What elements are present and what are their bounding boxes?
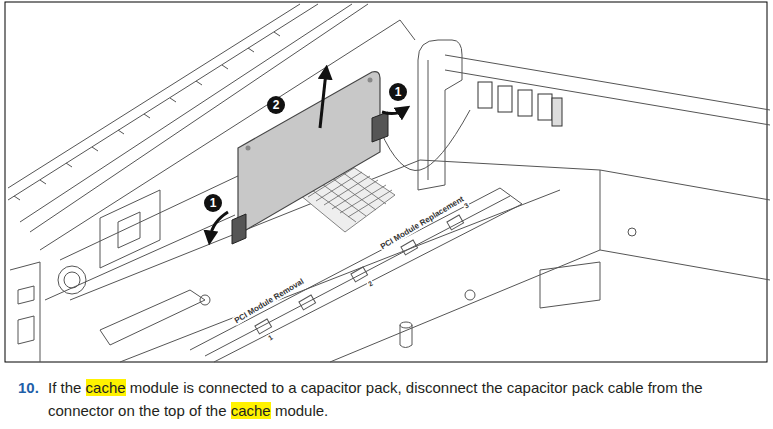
word: on — [118, 402, 135, 419]
word — [297, 379, 301, 396]
latch — [372, 112, 388, 142]
callout-number: 1 — [389, 83, 407, 101]
word: capacitor — [301, 379, 362, 396]
word — [194, 379, 198, 396]
connector-blocks — [478, 82, 562, 126]
word: is — [183, 379, 194, 396]
word — [644, 379, 648, 396]
word — [160, 402, 164, 419]
word: disconnect — [406, 379, 478, 396]
step-text: If the cache module is connected to a ca… — [48, 376, 766, 422]
latch — [232, 214, 246, 244]
highlighted-word: cache — [86, 379, 126, 396]
step-number: 10. — [18, 376, 39, 399]
word — [201, 402, 205, 419]
word: a — [288, 379, 296, 396]
word: the — [139, 402, 160, 419]
word: pack — [572, 379, 604, 396]
word — [478, 379, 482, 396]
word: module. — [275, 402, 328, 419]
word — [402, 379, 406, 396]
word: the — [61, 379, 82, 396]
word — [126, 379, 130, 396]
word — [568, 379, 572, 396]
word — [81, 379, 85, 396]
word — [362, 379, 366, 396]
word: capacitor — [507, 379, 568, 396]
word — [503, 379, 507, 396]
word: connected — [198, 379, 267, 396]
word — [271, 402, 275, 419]
word — [603, 379, 607, 396]
word: module — [130, 379, 179, 396]
word — [185, 402, 189, 419]
word — [284, 379, 288, 396]
word: the — [206, 402, 227, 419]
figure-frame — [5, 2, 767, 362]
cache-module — [238, 72, 380, 232]
word: from — [648, 379, 678, 396]
highlighted-word: cache — [231, 402, 271, 419]
word: the — [482, 379, 503, 396]
word: connector — [48, 402, 114, 419]
motion-arrows — [210, 72, 404, 238]
word: the — [682, 379, 703, 396]
word — [267, 379, 271, 396]
word — [678, 379, 682, 396]
word: of — [189, 402, 202, 419]
screw — [368, 78, 373, 83]
callout-number: 1 — [204, 194, 222, 212]
callout-number: 2 — [267, 96, 285, 114]
word: If — [48, 379, 56, 396]
word: to — [272, 379, 285, 396]
word: cable — [608, 379, 644, 396]
chassis-lines — [8, 4, 770, 362]
word: pack, — [366, 379, 402, 396]
word — [114, 402, 118, 419]
word — [56, 379, 60, 396]
word: top — [164, 402, 185, 419]
word — [179, 379, 183, 396]
word — [135, 402, 139, 419]
screw — [246, 146, 251, 151]
